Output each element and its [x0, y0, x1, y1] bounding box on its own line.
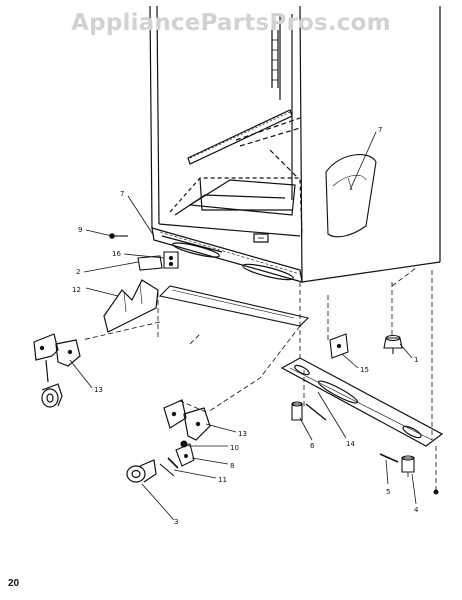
- pin-and-foot: [379, 453, 415, 473]
- cabinet-body: [149, 5, 441, 283]
- callout-12: 12: [72, 286, 81, 294]
- callout-1: 1: [414, 356, 418, 364]
- callout-11: 11: [218, 476, 227, 484]
- base-front-frame: [151, 227, 303, 283]
- caster-wheel-3: [126, 459, 157, 483]
- spacer-6: [291, 401, 327, 421]
- caster-bracket-right: [163, 399, 211, 441]
- caster-assembly-left: [33, 333, 81, 408]
- hinge-hardware: [159, 440, 195, 477]
- front-grille-panel: [103, 279, 159, 333]
- screw-bottom-right: [433, 489, 439, 495]
- callout-2: 2: [76, 268, 80, 276]
- bracket-15: [329, 333, 349, 359]
- page-number: 20: [8, 578, 20, 589]
- callout-10: 10: [230, 444, 239, 452]
- leveling-foot-1: [383, 334, 403, 354]
- leveling-rail-14: [280, 357, 444, 447]
- callout-4: 4: [414, 506, 419, 514]
- screw-9: [109, 233, 128, 239]
- callout-16: 16: [112, 250, 121, 258]
- callout-6: 6: [310, 442, 315, 450]
- callout-9: 9: [78, 226, 82, 234]
- callout-8: 8: [230, 462, 234, 470]
- callout-labels: 7 7 9 16 2 12 1 15 13 13 6 14 10 8 11 5 …: [72, 126, 419, 526]
- callout-14: 14: [346, 440, 355, 448]
- callout-13a: 13: [94, 386, 103, 394]
- callout-13b: 13: [238, 430, 247, 438]
- base-plate: [158, 285, 310, 327]
- leader-lines: [69, 131, 417, 521]
- bracket-2: [137, 255, 163, 271]
- callout-15: 15: [360, 366, 369, 374]
- watermark: AppliancePartsPros.com: [71, 10, 391, 36]
- callout-3: 3: [174, 518, 178, 526]
- callout-5: 5: [386, 488, 390, 496]
- callout-7a: 7: [120, 190, 124, 198]
- door-seal-leaf: [325, 154, 377, 238]
- callout-7b: 7: [378, 126, 382, 134]
- assembly-guide-lines: [81, 267, 437, 490]
- hinge-bracket-16: [163, 251, 179, 269]
